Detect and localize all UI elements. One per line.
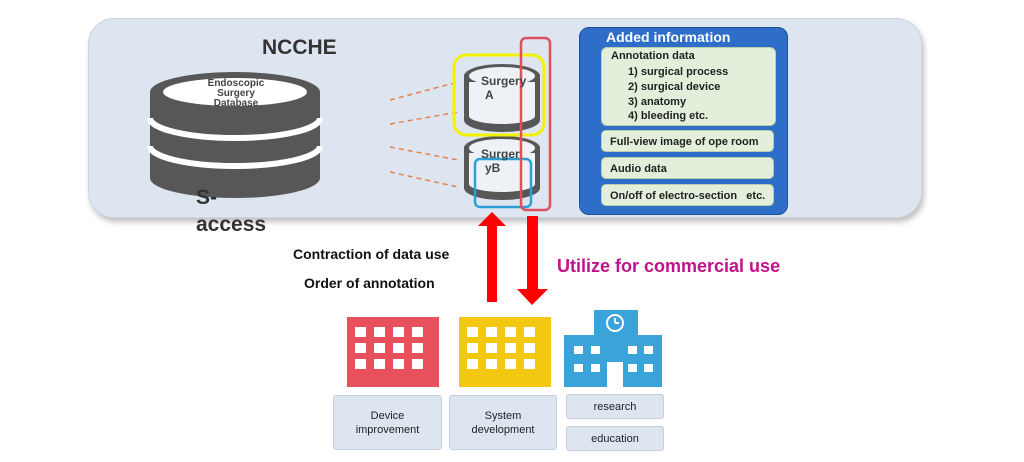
info-row-audio: Audio data <box>601 157 774 179</box>
annotation-item: 4) bleeding etc. <box>628 110 709 122</box>
device-improvement-label: Device improvement <box>333 395 442 450</box>
contraction-text: Contraction of data use <box>293 246 450 262</box>
info-row-full-view: Full-view image of ope room <box>601 130 774 152</box>
annotation-item: 2) surgical device <box>628 81 721 93</box>
info-row-electro-section: On/off of electro-section etc. <box>601 184 774 206</box>
s-access-line1: S- <box>196 186 217 209</box>
surgery-a-line1: Surgery <box>481 74 527 88</box>
s-access-label: S- access <box>196 184 296 238</box>
school-icon <box>564 310 662 387</box>
device-improvement-line2: improvement <box>355 423 420 436</box>
device-improvement-line1: Device <box>370 409 405 422</box>
education-label: education <box>566 426 664 451</box>
system-development-label: System development <box>449 395 557 450</box>
surgery-b-label: Surger yB <box>481 147 520 175</box>
database-label-line3: Database <box>213 98 259 109</box>
system-development-line1: System <box>484 409 522 422</box>
ncche-title: NCCHE <box>262 36 337 59</box>
blue-highlight <box>473 157 533 209</box>
commercial-use-text: Utilize for commercial use <box>557 256 781 276</box>
annotation-data-title: Annotation data <box>611 50 695 62</box>
annotation-data-box <box>601 47 776 126</box>
database-label-line2: Surgery <box>217 88 255 99</box>
annotation-item: 1) surgical process <box>628 66 729 78</box>
down-arrow <box>517 216 548 305</box>
s-access-line2: access <box>196 213 267 236</box>
database-icon <box>147 72 323 198</box>
surgery-b-line1: Surger <box>481 147 520 161</box>
system-development-line2: development <box>471 423 535 436</box>
dashed-connectors <box>389 81 459 188</box>
surgery-a-line2: A <box>485 88 494 102</box>
red-building-icon <box>347 317 439 387</box>
yellow-building-icon <box>459 317 551 387</box>
research-label: research <box>566 394 664 419</box>
surgery-a-label: Surgery A <box>481 74 526 102</box>
added-info-title: Added information <box>606 29 731 45</box>
surgery-b-line2: yB <box>485 161 501 175</box>
yellow-highlight <box>452 53 546 137</box>
annotation-item: 3) anatomy <box>628 96 687 108</box>
red-outline-highlight <box>519 36 552 212</box>
up-arrow <box>478 212 506 302</box>
database-label-line1: Endoscopic <box>207 78 265 89</box>
order-annotation-text: Order of annotation <box>304 275 435 291</box>
database-label: Endoscopic Surgery Database <box>196 79 276 109</box>
